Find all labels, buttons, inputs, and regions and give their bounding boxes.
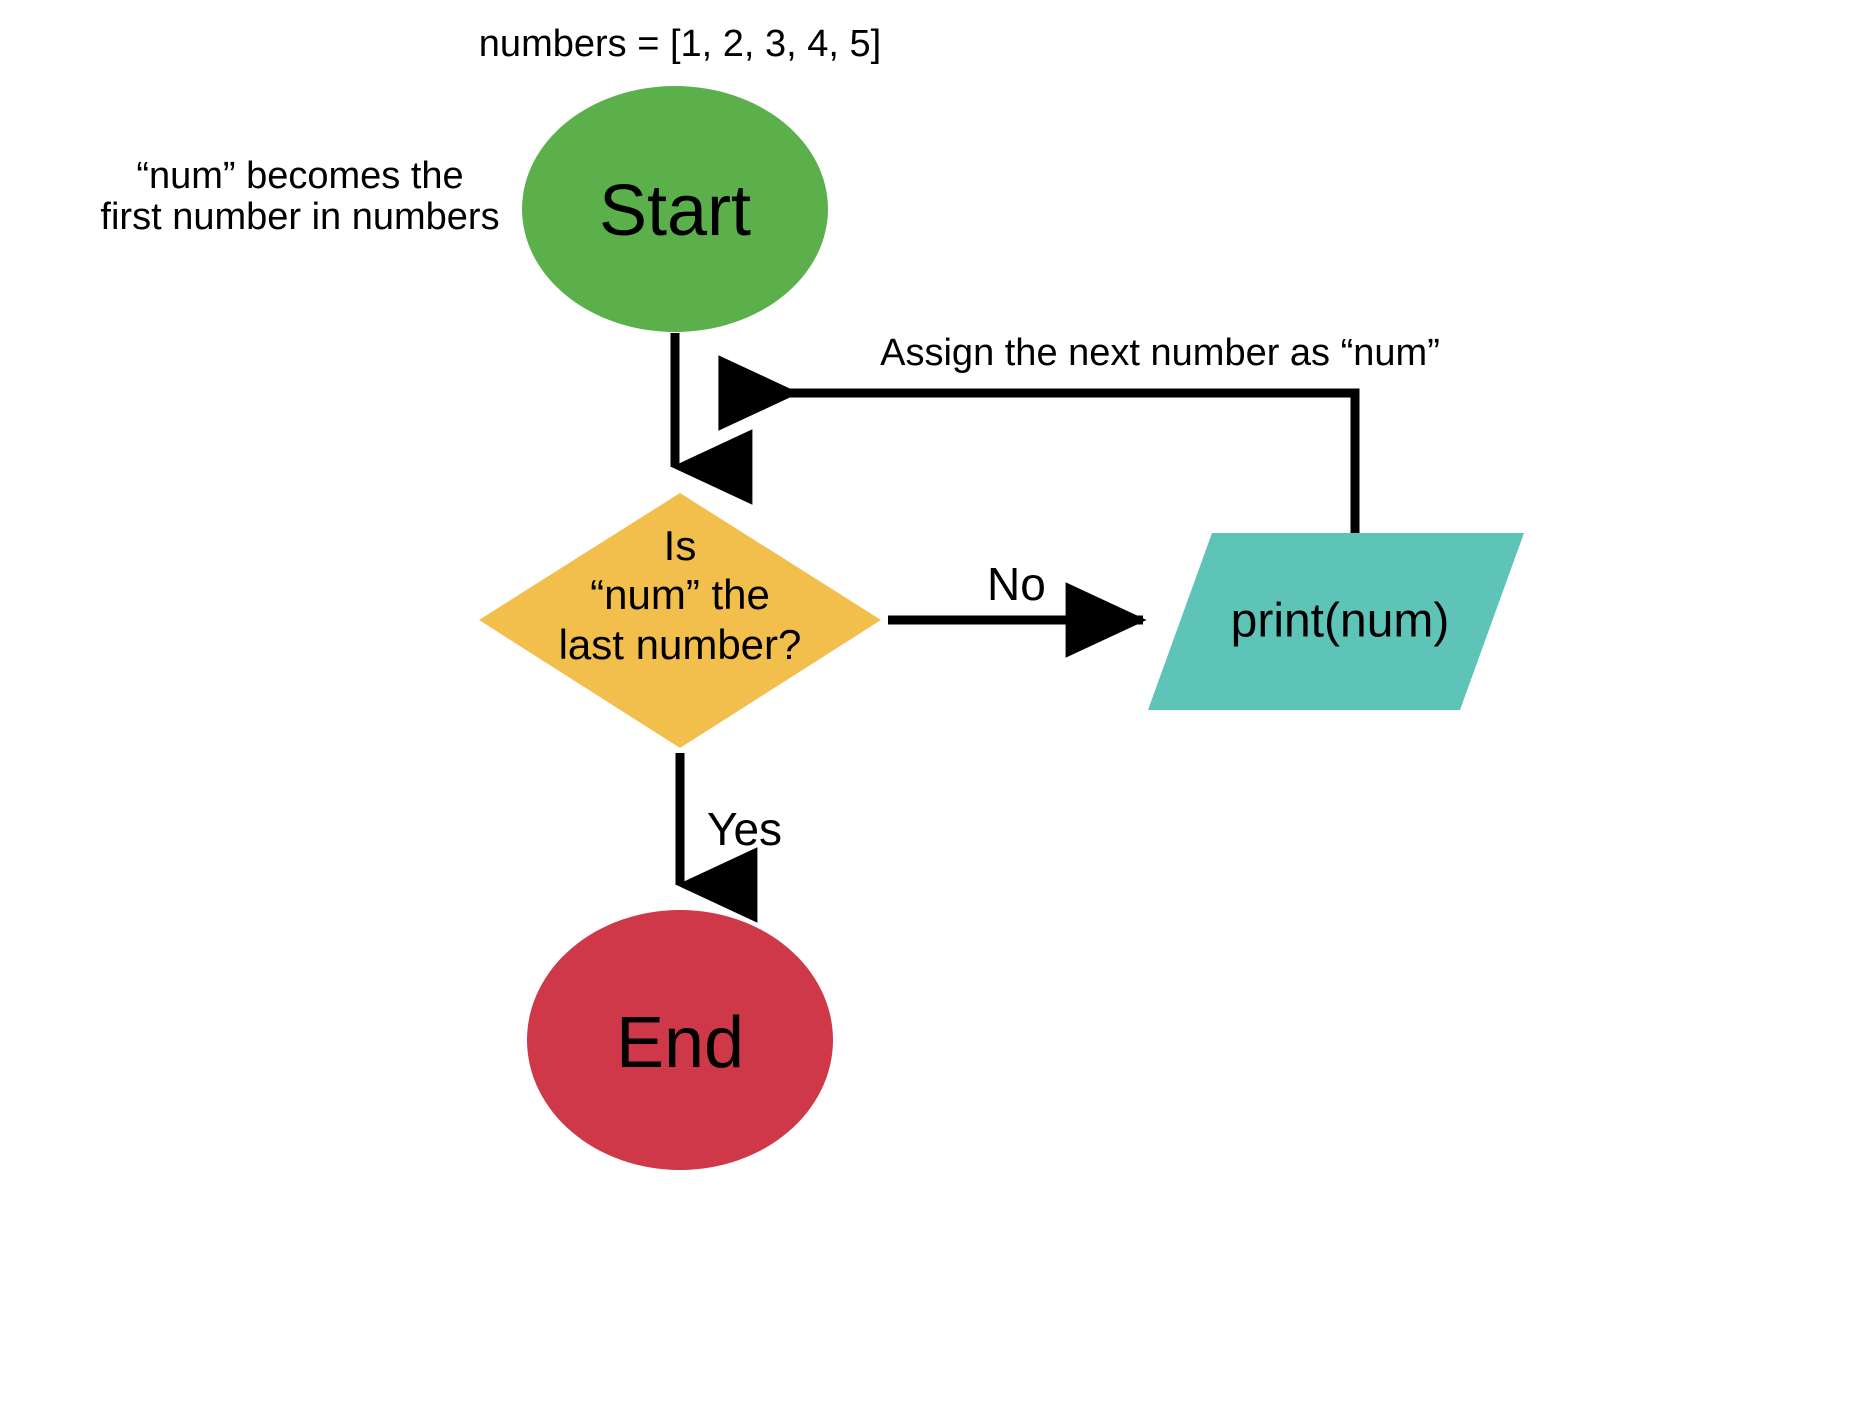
edge-label-loop-back: Assign the next number as “num”: [880, 332, 1440, 374]
init-note-line2: first number in numbers: [100, 196, 499, 238]
process-node-shape[interactable]: [1148, 533, 1524, 710]
numbers-caption: numbers = [1, 2, 3, 4, 5]: [479, 23, 881, 65]
decision-node-shape[interactable]: [479, 493, 881, 748]
init-note-line1: “num” becomes the: [136, 155, 463, 197]
decision-node-label-line1: Is: [664, 522, 697, 569]
end-node-label: End: [616, 1003, 744, 1083]
decision-node-label-line3: last number?: [559, 621, 802, 668]
end-node-shape[interactable]: [527, 910, 833, 1170]
start-node-label: Start: [599, 171, 751, 251]
decision-node-label-line2: “num” the: [590, 571, 770, 618]
edge-label-yes: Yes: [707, 803, 782, 855]
edge-loop-back: [718, 355, 1360, 533]
start-node-shape[interactable]: [522, 86, 828, 332]
process-node-label: print(num): [1231, 595, 1450, 648]
edge-label-no: No: [987, 558, 1046, 610]
